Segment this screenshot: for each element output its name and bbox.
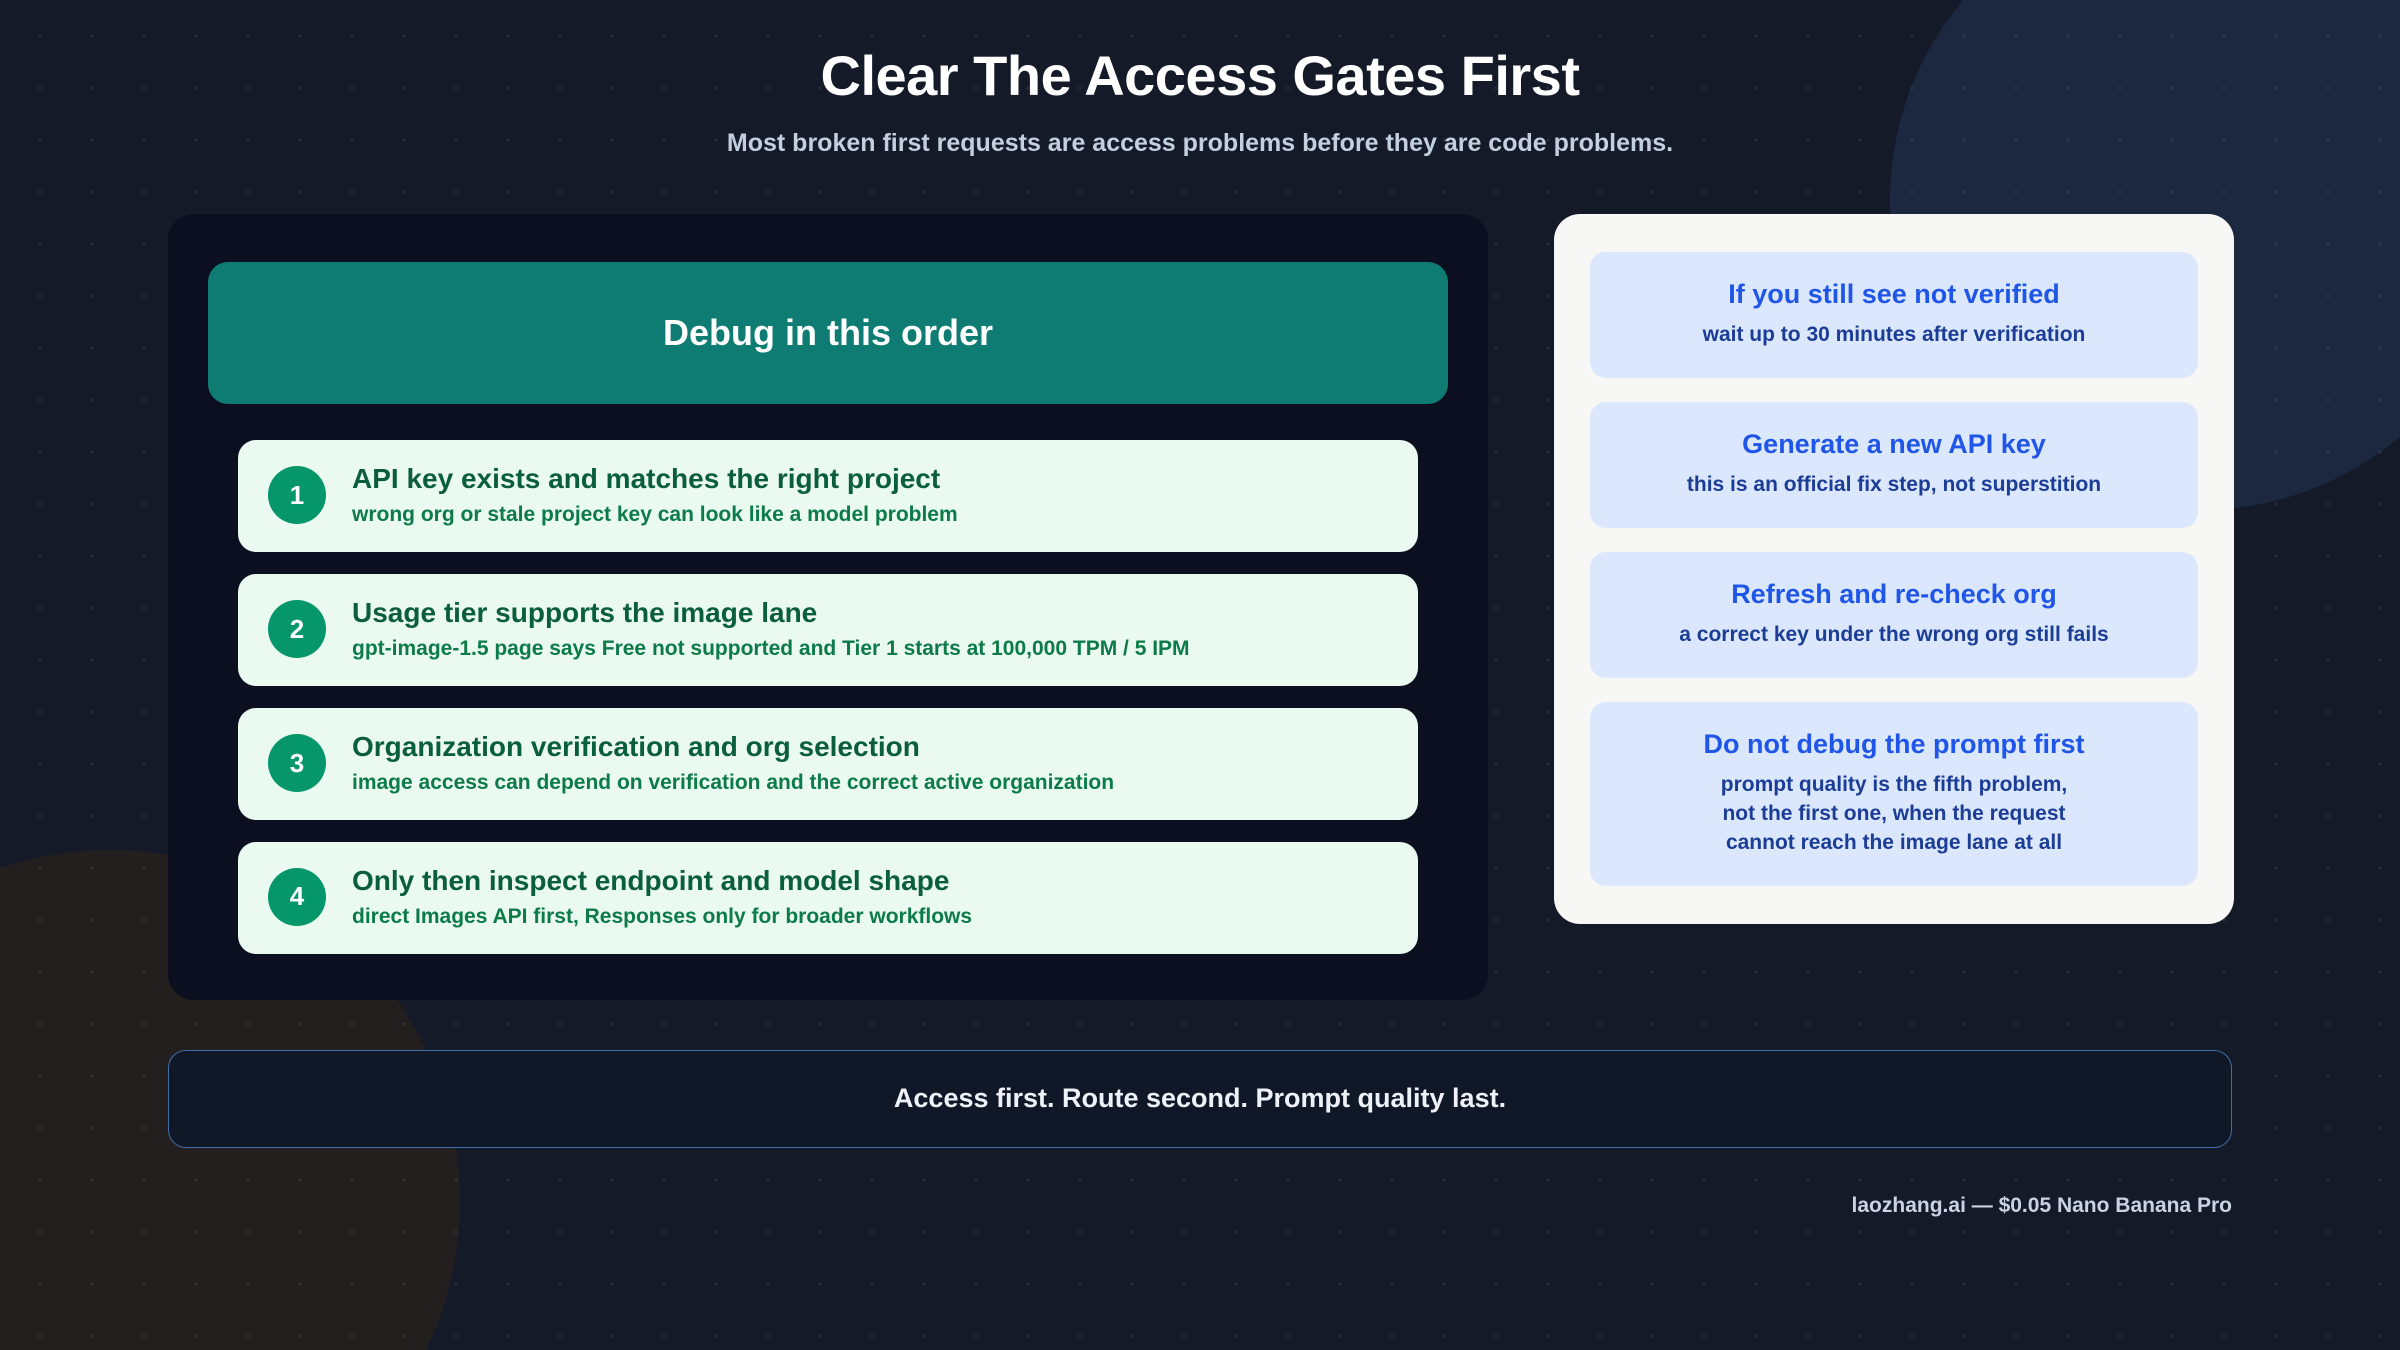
tips-panel: If you still see not verified wait up to… — [1554, 214, 2234, 925]
debug-step-item[interactable]: 2 Usage tier supports the image lane gpt… — [238, 574, 1418, 687]
step-title: Usage tier supports the image lane — [352, 597, 818, 629]
debug-order-panel: Debug in this order 1 API key exists and… — [168, 214, 1488, 1000]
tip-card[interactable]: Refresh and re-check org a correct key u… — [1590, 552, 2198, 679]
step-text-block: Only then inspect endpoint and model sha… — [352, 864, 972, 930]
step-number-badge: 2 — [268, 600, 326, 659]
step-description: wrong org or stale project key can look … — [352, 503, 958, 527]
summary-banner-text: Access first. Route second. Prompt quali… — [893, 1083, 1507, 1114]
page-subtitle: Most broken first requests are access pr… — [726, 128, 1674, 157]
page-header: Clear The Access Gates First Most broken… — [0, 0, 2400, 159]
debug-order-header: Debug in this order — [208, 262, 1448, 405]
step-number-badge: 3 — [268, 734, 326, 793]
step-title: Only then inspect endpoint and model sha… — [352, 864, 950, 896]
debug-step-list: 1 API key exists and matches the right p… — [208, 440, 1448, 954]
step-text-block: API key exists and matches the right pro… — [352, 462, 958, 528]
attribution-text: laozhang.ai — $0.05 Nano Banana Pro — [1851, 1193, 2232, 1217]
step-description: image access can depend on verification … — [352, 770, 1115, 794]
debug-step-item[interactable]: 3 Organization verification and org sele… — [238, 708, 1418, 820]
tip-title: Generate a new API key — [1742, 429, 2046, 460]
step-number-badge: 1 — [268, 466, 326, 525]
debug-step-item[interactable]: 1 API key exists and matches the right p… — [238, 440, 1418, 553]
summary-banner: Access first. Route second. Prompt quali… — [168, 1049, 2232, 1148]
step-text-block: Usage tier supports the image lane gpt-i… — [352, 596, 1190, 662]
tip-description: this is an official fix step, not supers… — [1686, 473, 2102, 497]
tip-title: If you still see not verified — [1728, 279, 2060, 310]
content-columns: Debug in this order 1 API key exists and… — [0, 214, 2400, 1000]
debug-order-header-label: Debug in this order — [662, 312, 993, 354]
step-number-badge: 4 — [268, 867, 326, 926]
tip-description: prompt quality is the fifth problem, not… — [1720, 773, 2068, 855]
step-title: API key exists and matches the right pro… — [352, 463, 941, 495]
step-description: direct Images API first, Responses only … — [352, 904, 973, 928]
debug-step-item[interactable]: 4 Only then inspect endpoint and model s… — [238, 841, 1418, 954]
tip-title: Do not debug the prompt first — [1703, 729, 2085, 760]
step-title: Organization verification and org select… — [352, 731, 920, 763]
step-text-block: Organization verification and org select… — [352, 730, 1114, 796]
tip-description: wait up to 30 minutes after verification — [1702, 323, 2086, 347]
tip-card[interactable]: If you still see not verified wait up to… — [1590, 252, 2198, 379]
page-title: Clear The Access Gates First — [820, 44, 1580, 107]
tip-card[interactable]: Generate a new API key this is an offici… — [1590, 402, 2198, 529]
tip-card[interactable]: Do not debug the prompt first prompt qua… — [1590, 702, 2198, 887]
step-description: gpt-image-1.5 page says Free not support… — [352, 636, 1190, 660]
tip-description: a correct key under the wrong org still … — [1679, 623, 2109, 647]
tip-title: Refresh and re-check org — [1731, 579, 2057, 610]
